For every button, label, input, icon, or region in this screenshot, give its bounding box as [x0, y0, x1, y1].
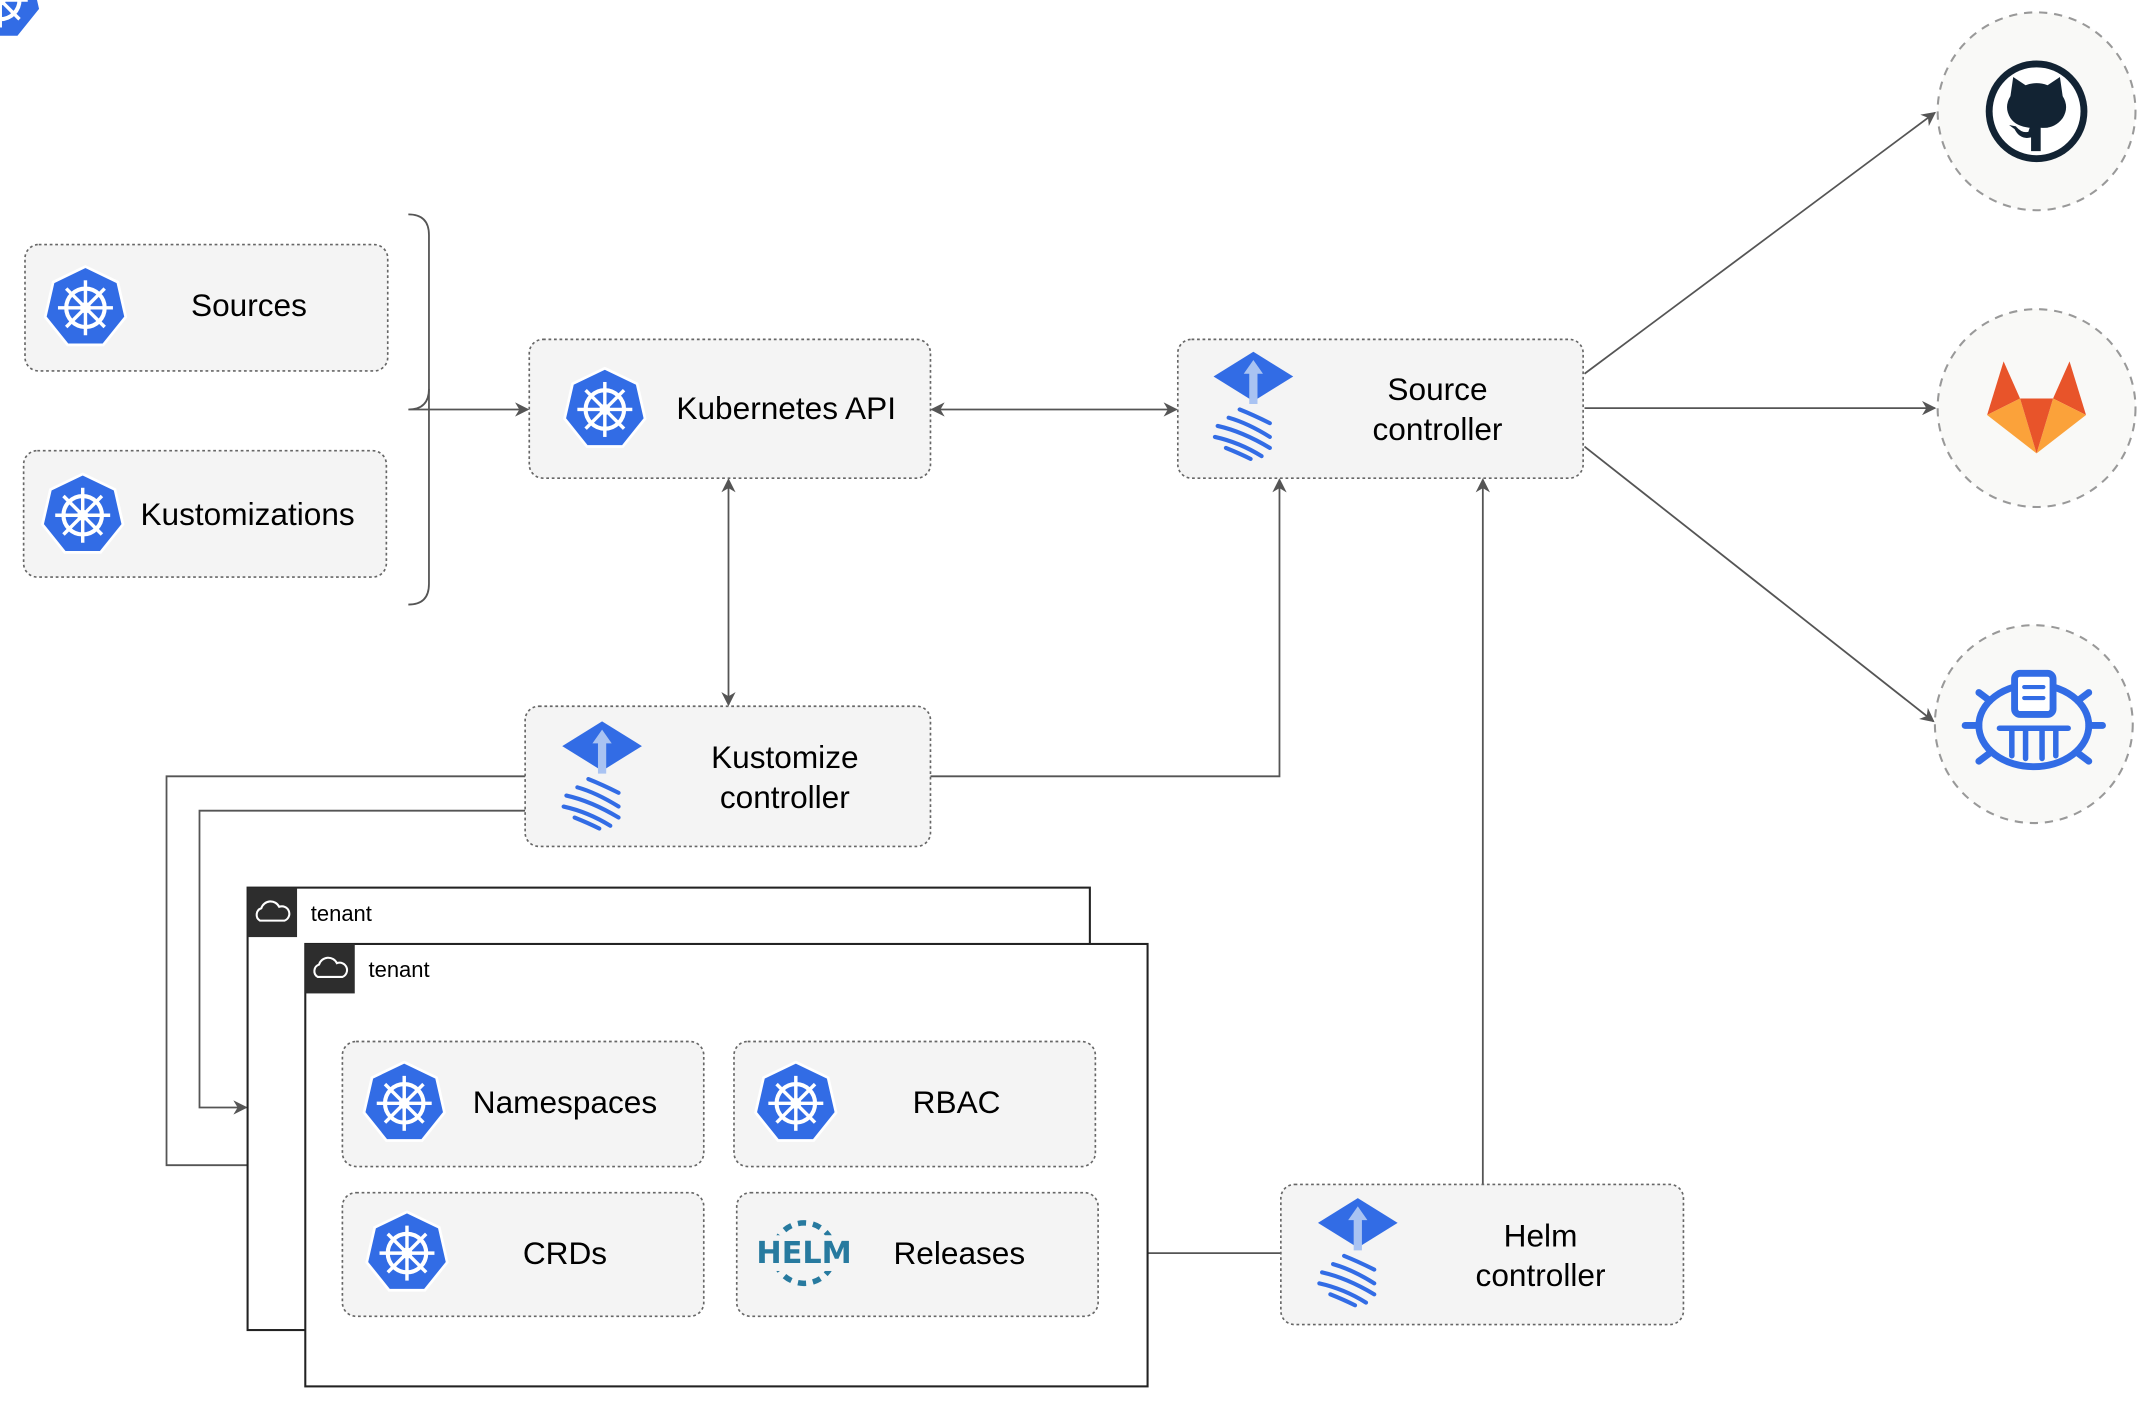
- tenant-label: tenant: [369, 957, 430, 982]
- kubernetes-api-node[interactable]: Kubernetes API: [0, 0, 932, 479]
- brace-to-kubernetes-api: [408, 213, 530, 417]
- edge-source-to-github: [1583, 111, 1937, 375]
- helm-logo-text: HELM: [756, 1236, 851, 1271]
- gitlab-source[interactable]: [1936, 308, 2137, 509]
- kubernetes-icon: [0, 0, 41, 37]
- crds-label: CRDs: [523, 1235, 607, 1271]
- namespaces-node[interactable]: Namespaces: [341, 1040, 705, 1168]
- releases-label: Releases: [893, 1235, 1025, 1271]
- edge-kustomize-to-tenant-back: [198, 809, 526, 1115]
- brace-lower: [408, 388, 430, 606]
- source-controller-label: Source: [1387, 371, 1487, 407]
- gitlab-icon: [1987, 361, 2087, 454]
- bucket-source[interactable]: [1933, 624, 2134, 825]
- kustomize-controller-label-2: controller: [720, 779, 850, 815]
- rbac-label: RBAC: [913, 1084, 1001, 1120]
- edge-kustomize-to-source: [930, 478, 1287, 778]
- crds-node[interactable]: CRDs: [341, 1191, 705, 1318]
- kustomize-controller-node[interactable]: Kustomize controller: [524, 705, 932, 848]
- kubernetes-api-label: Kubernetes API: [676, 390, 896, 426]
- source-controller-node[interactable]: Source controller: [1176, 338, 1584, 479]
- edge-source-to-bucket: [1583, 445, 1935, 723]
- kustomizations-node[interactable]: Kustomizations: [22, 449, 388, 578]
- github-icon: [1985, 60, 2088, 163]
- tenant-label: tenant: [311, 901, 372, 926]
- kustomize-controller-label: Kustomize: [711, 739, 858, 775]
- github-source[interactable]: [1936, 11, 2137, 212]
- kustomizations-label: Kustomizations: [140, 496, 354, 532]
- namespaces-label: Namespaces: [473, 1084, 657, 1120]
- edges: [165, 111, 1937, 1261]
- releases-node[interactable]: HELM Releases: [735, 1191, 1099, 1318]
- sources-node[interactable]: Sources: [24, 243, 389, 372]
- helm-icon: HELM: [756, 1220, 852, 1287]
- rbac-node[interactable]: RBAC: [733, 1040, 1097, 1168]
- helm-controller-node[interactable]: Helm controller: [1280, 1183, 1685, 1326]
- sources-label: Sources: [191, 287, 307, 323]
- helm-controller-label: Helm: [1504, 1217, 1578, 1253]
- bucket-icon: [1961, 669, 2106, 771]
- edge-kustomize-to-tenant-front: [165, 775, 526, 1173]
- source-controller-label-2: controller: [1373, 411, 1503, 447]
- helm-controller-label-2: controller: [1476, 1257, 1606, 1293]
